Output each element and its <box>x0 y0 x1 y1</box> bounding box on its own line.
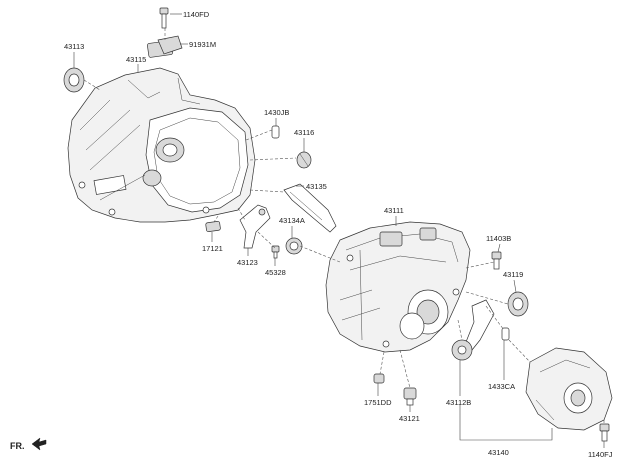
label-1751DD: 1751DD <box>364 398 392 407</box>
assembly-lines <box>83 28 605 424</box>
label-43113: 43113 <box>64 42 84 51</box>
label-43112B: 43112B <box>446 398 471 407</box>
label-1140FJ: 1140FJ <box>588 450 613 459</box>
lever-43123 <box>239 204 271 249</box>
plug-1751DD <box>373 373 385 384</box>
guide-43135 <box>283 183 337 233</box>
label-43123: 43123 <box>237 258 258 267</box>
label-43111: 43111 <box>384 206 404 215</box>
oil-seal-43113 <box>63 67 85 93</box>
label-43135: 43135 <box>306 182 327 191</box>
seal-43134A <box>285 237 303 255</box>
bolt-1140FJ <box>599 423 610 442</box>
clip-17121 <box>205 220 221 233</box>
part-labels: 1140FD 91931M 43113 43115 1430JB 43116 4… <box>64 10 613 459</box>
plate-43112B <box>451 299 495 361</box>
bracket-91931M <box>157 35 183 55</box>
front-direction-indicator: FR. <box>10 437 47 451</box>
label-43115: 43115 <box>126 55 146 64</box>
label-43116: 43116 <box>294 128 314 137</box>
pin-1430JB <box>271 125 280 139</box>
label-1140FD: 1140FD <box>183 10 210 19</box>
magnet-43116 <box>296 151 312 169</box>
label-91931M: 91931M <box>189 40 216 49</box>
label-43140: 43140 <box>488 448 509 457</box>
leader-lines <box>73 13 605 448</box>
rear-cover-43140 <box>525 347 613 431</box>
pin-1433CA <box>501 327 510 341</box>
bolt-45328 <box>271 245 280 259</box>
label-11403B: 11403B <box>486 234 511 243</box>
label-43134A: 43134A <box>279 216 305 225</box>
label-45328: 45328 <box>265 268 286 277</box>
label-17121: 17121 <box>202 244 223 253</box>
clutch-housing-43115 <box>67 40 256 223</box>
seal-43119 <box>507 291 529 317</box>
label-1433CA: 1433CA <box>488 382 515 391</box>
front-label: FR. <box>10 441 25 451</box>
bolt-11403B <box>491 251 502 270</box>
bolt-1140FD <box>159 7 169 29</box>
label-43121: 43121 <box>399 414 420 423</box>
label-43119: 43119 <box>503 270 523 279</box>
transmission-case-43111 <box>325 221 471 353</box>
label-1430JB: 1430JB <box>264 108 289 117</box>
front-arrow-icon <box>31 437 47 451</box>
plug-43121 <box>403 387 417 406</box>
